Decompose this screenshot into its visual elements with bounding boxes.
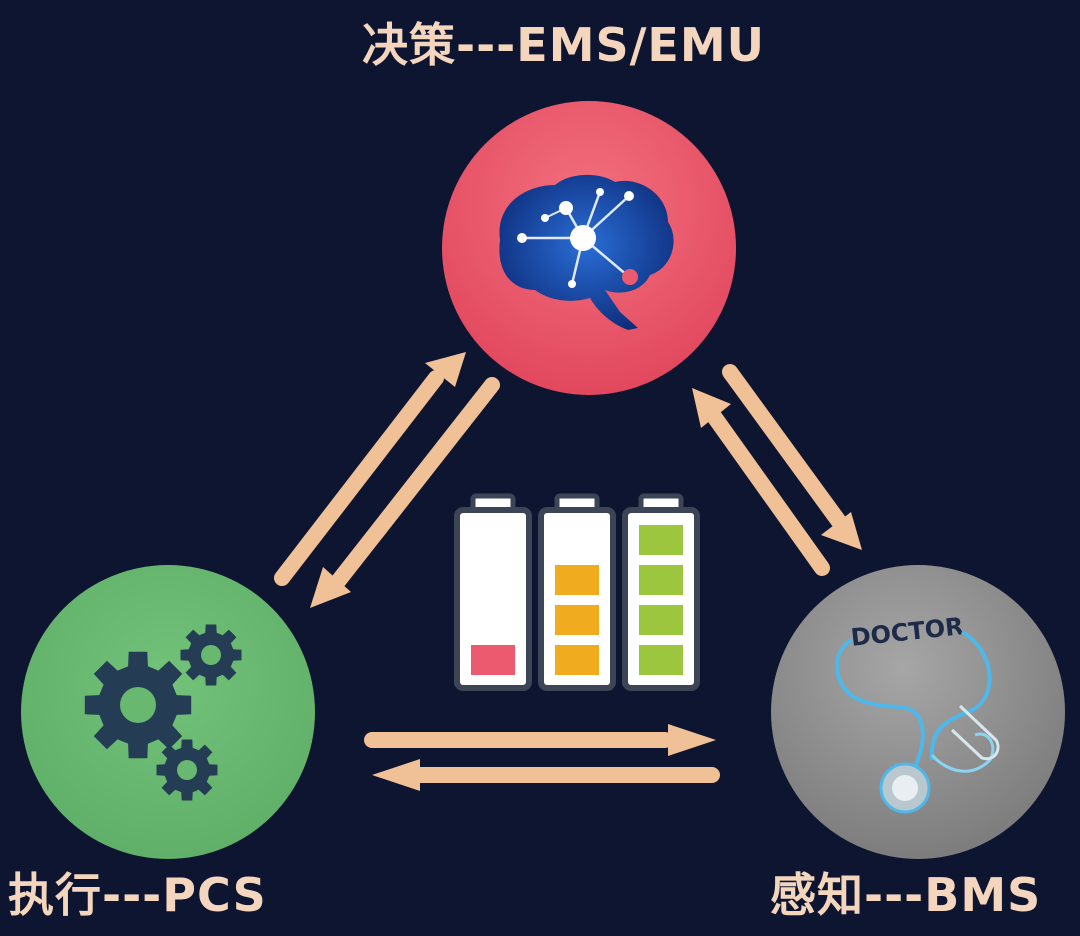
battery-full bbox=[622, 493, 700, 691]
battery-cell bbox=[555, 645, 599, 675]
battery-cell bbox=[639, 525, 683, 555]
battery-cell bbox=[555, 565, 599, 595]
decision-node bbox=[442, 101, 736, 395]
brain-icon bbox=[499, 174, 674, 330]
gear-small-bottom bbox=[156, 739, 218, 801]
battery-medium bbox=[538, 493, 616, 691]
arrows bbox=[274, 352, 862, 791]
battery-low bbox=[454, 493, 532, 691]
execution-label: 执行---PCS bbox=[8, 868, 267, 922]
battery-cell bbox=[555, 605, 599, 635]
gears-icon bbox=[84, 624, 242, 801]
execution-node bbox=[21, 565, 315, 859]
gear-large bbox=[84, 651, 192, 759]
battery-group bbox=[454, 493, 700, 691]
battery-cell bbox=[639, 645, 683, 675]
battery-body bbox=[454, 507, 532, 691]
arrow-decision-to-perception bbox=[722, 364, 862, 550]
arrow-decision-to-execution bbox=[310, 377, 500, 608]
arrow-perception-to-decision bbox=[692, 388, 830, 576]
arrow-execution-to-perception bbox=[364, 724, 716, 756]
perception-circle bbox=[771, 565, 1065, 859]
arrow-execution-to-decision bbox=[274, 352, 466, 586]
battery-cell bbox=[639, 565, 683, 595]
battery-cell bbox=[471, 645, 515, 675]
battery-body bbox=[538, 507, 616, 691]
battery-cell bbox=[639, 605, 683, 635]
perception-node: DOCTOR bbox=[771, 565, 1065, 859]
decision-label: 决策---EMS/EMU bbox=[362, 18, 765, 72]
arrow-perception-to-execution bbox=[372, 759, 720, 791]
perception-label: 感知---BMS bbox=[770, 868, 1042, 922]
gear-small-top bbox=[180, 624, 242, 686]
